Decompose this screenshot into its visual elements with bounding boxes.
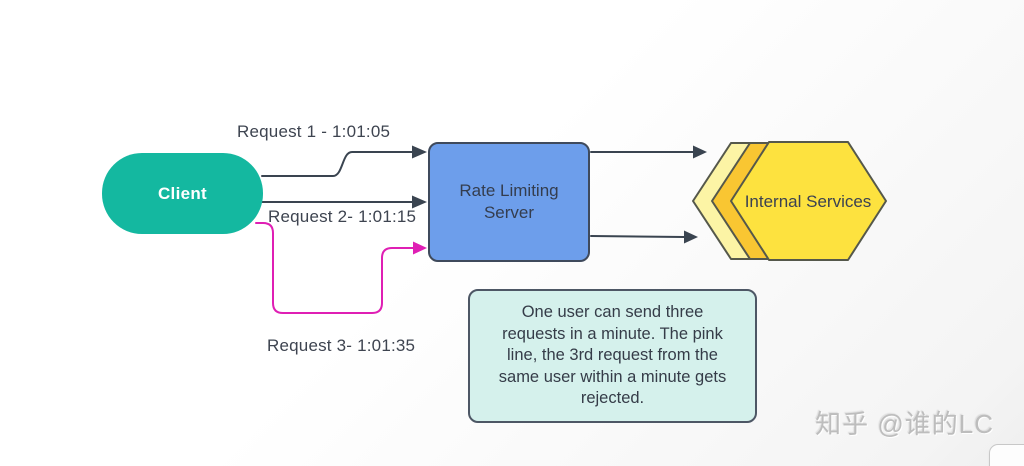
request-3-label: Request 3- 1:01:35 bbox=[267, 336, 416, 355]
hexagon-front bbox=[730, 141, 887, 261]
note-line: One user can send three bbox=[521, 303, 704, 322]
note-line: same user within a minute gets bbox=[498, 367, 727, 386]
internal-services-label: Internal Services bbox=[744, 192, 872, 211]
request-1-label: Request 1 - 1:01:05 bbox=[237, 122, 391, 141]
corner-widget[interactable] bbox=[989, 444, 1024, 466]
note-line: rejected. bbox=[580, 389, 645, 408]
edge-server-to-services-top-arrowhead bbox=[693, 145, 707, 159]
edge-server-to-services-bottom-arrowhead bbox=[684, 230, 698, 244]
edge-request-1 bbox=[261, 151, 414, 177]
note-line: requests in a minute. The pink bbox=[502, 324, 723, 343]
client-node-label: Client bbox=[157, 183, 208, 203]
zhihu-watermark: 知乎 @谁的LC bbox=[815, 409, 994, 439]
internal-services-hexagon-stack bbox=[692, 141, 887, 261]
rate-limiting-server-node: Rate Limiting Server bbox=[428, 142, 590, 262]
rate-limiting-server-label: Rate Limiting Server bbox=[459, 181, 559, 222]
edge-request-1-arrowhead bbox=[412, 145, 427, 159]
note-line: line, the 3rd request from the bbox=[507, 346, 718, 365]
note-box: One user can send three requests in a mi… bbox=[468, 289, 757, 423]
edge-request-3 bbox=[255, 222, 414, 314]
edge-server-to-services-bottom bbox=[590, 235, 685, 238]
edge-request-3-arrowhead bbox=[413, 241, 427, 255]
edge-request-2-arrowhead bbox=[412, 195, 427, 209]
client-node: Client bbox=[102, 153, 263, 234]
request-2-label: Request 2- 1:01:15 bbox=[268, 207, 417, 226]
